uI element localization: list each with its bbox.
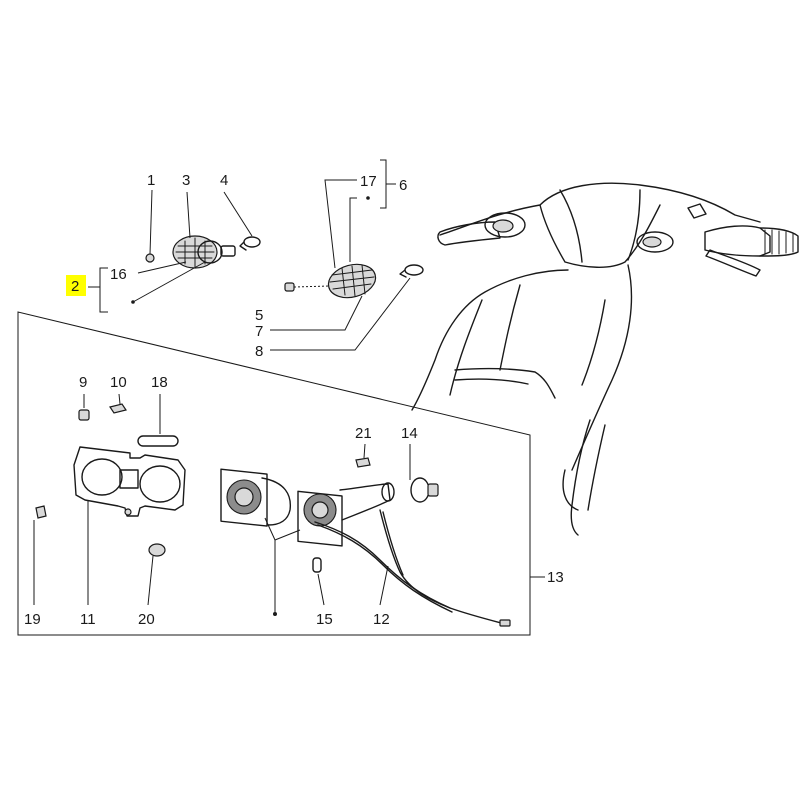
screw-1 bbox=[145, 253, 155, 263]
mounting-frame-11 bbox=[73, 446, 186, 605]
callout-16: 16 bbox=[110, 266, 127, 283]
callout-labels: 1 2 3 4 5 6 7 8 9 10 11 12 13 14 15 16 1… bbox=[24, 172, 564, 628]
callout-13: 13 bbox=[547, 569, 564, 586]
callout-6: 6 bbox=[399, 177, 407, 194]
clip-19 bbox=[33, 505, 47, 605]
callout-18: 18 bbox=[151, 374, 168, 391]
indicator-bulb-8 bbox=[404, 264, 424, 276]
right-indicator-assembly bbox=[270, 159, 424, 351]
callout-1: 1 bbox=[147, 172, 155, 189]
indicator-bulb-4 bbox=[243, 236, 261, 248]
screw-10 bbox=[109, 393, 127, 414]
callout-12: 12 bbox=[373, 611, 390, 628]
handlebar-outline bbox=[411, 182, 799, 536]
callout-2: 2 bbox=[71, 278, 79, 295]
highlight-callout-2 bbox=[66, 275, 86, 296]
callout-19: 19 bbox=[24, 611, 41, 628]
callout-15: 15 bbox=[316, 611, 333, 628]
callout-7: 7 bbox=[255, 323, 263, 340]
bracket-plate-18 bbox=[137, 394, 179, 447]
nut-9 bbox=[78, 394, 90, 421]
screw-21 bbox=[355, 443, 371, 468]
headlight-group-frame bbox=[17, 311, 545, 636]
callout-21: 21 bbox=[355, 425, 372, 442]
callout-10: 10 bbox=[110, 374, 127, 391]
callout-3: 3 bbox=[182, 172, 190, 189]
callout-8: 8 bbox=[255, 343, 263, 360]
callout-9: 9 bbox=[79, 374, 87, 391]
headlight-units bbox=[220, 468, 395, 616]
screw-5 bbox=[284, 282, 295, 292]
callout-14: 14 bbox=[401, 425, 418, 442]
wiring-harness-12 bbox=[314, 509, 511, 627]
left-indicator-assembly bbox=[88, 189, 261, 313]
grommet-20 bbox=[147, 543, 166, 606]
callout-4: 4 bbox=[220, 172, 228, 189]
indicator-lens-7 bbox=[327, 263, 377, 299]
headlight-bulb-14 bbox=[409, 444, 439, 503]
bulb-15 bbox=[312, 557, 325, 606]
callout-20: 20 bbox=[138, 611, 155, 628]
callout-5: 5 bbox=[255, 307, 263, 324]
callout-11: 11 bbox=[80, 611, 96, 628]
callout-17: 17 bbox=[360, 173, 377, 190]
